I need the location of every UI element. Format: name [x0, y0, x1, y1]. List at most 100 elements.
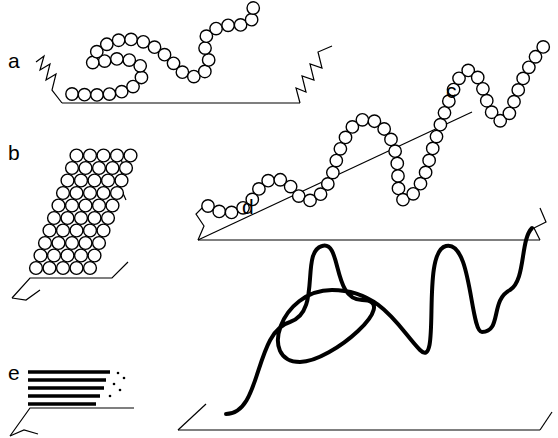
bead — [97, 224, 110, 237]
bead — [52, 199, 65, 212]
packed-beads — [30, 149, 137, 274]
bead — [43, 224, 56, 237]
bead — [202, 54, 214, 66]
bead — [88, 174, 101, 187]
bead — [293, 190, 305, 202]
bead — [84, 224, 97, 237]
bead — [48, 212, 61, 225]
bead — [75, 212, 88, 225]
bead — [225, 206, 237, 218]
bead — [93, 162, 106, 175]
bead — [199, 65, 211, 77]
bead — [61, 212, 74, 225]
bead — [120, 162, 133, 175]
bead — [508, 96, 520, 108]
bead — [88, 212, 101, 225]
bead — [88, 249, 101, 262]
bead — [135, 71, 147, 83]
bead — [330, 154, 342, 166]
bead — [93, 199, 106, 212]
bead — [477, 83, 489, 95]
bead — [176, 66, 188, 78]
bead — [84, 187, 97, 200]
bead — [427, 142, 439, 154]
bead — [210, 22, 222, 34]
bead — [419, 166, 431, 178]
bead — [517, 72, 529, 84]
bead-chain — [66, 2, 260, 101]
bead — [79, 199, 92, 212]
panel-letter: a — [8, 50, 20, 71]
bead — [115, 174, 128, 187]
bead — [79, 237, 92, 250]
bead — [423, 154, 435, 166]
dot — [109, 395, 112, 398]
bead — [97, 149, 110, 162]
rod — [28, 386, 104, 390]
panel-letter: d — [242, 196, 254, 217]
bead — [57, 262, 70, 275]
bead — [112, 34, 124, 46]
bead — [57, 224, 70, 237]
rod — [28, 370, 110, 374]
dot — [117, 372, 120, 375]
bead — [247, 2, 259, 14]
bead — [61, 174, 74, 187]
bead-chain — [202, 41, 550, 219]
bead — [202, 200, 214, 212]
bead — [61, 249, 74, 262]
bead — [123, 54, 135, 66]
surface-edge — [198, 239, 540, 240]
bead — [262, 174, 274, 186]
bead — [111, 187, 124, 200]
bead — [97, 187, 110, 200]
chain-guide — [208, 40, 550, 213]
bead — [66, 88, 78, 100]
bead — [93, 237, 106, 250]
bead — [327, 166, 339, 178]
bead — [213, 205, 225, 217]
bead — [39, 237, 52, 250]
dots — [109, 372, 126, 398]
surface-edge — [10, 408, 134, 436]
bead — [102, 174, 115, 187]
bead — [430, 130, 442, 142]
bead — [101, 38, 113, 50]
surface-edge — [296, 46, 332, 103]
surface-planes — [10, 46, 552, 436]
bead — [106, 199, 119, 212]
surface-edge — [12, 262, 128, 298]
bead — [392, 170, 404, 182]
rod — [28, 378, 106, 382]
bead — [52, 237, 65, 250]
bead — [199, 42, 211, 54]
bead — [70, 149, 83, 162]
bead — [78, 89, 90, 101]
dot — [119, 389, 122, 392]
bead — [356, 114, 368, 126]
bead — [48, 249, 61, 262]
surface-edge — [178, 429, 540, 430]
bead — [84, 262, 97, 275]
dot — [113, 383, 116, 386]
surface-edge — [178, 404, 206, 430]
panel-letter: c — [446, 80, 457, 101]
surface-edge — [534, 208, 546, 240]
chain-guide — [72, 6, 254, 95]
bead — [91, 89, 103, 101]
surface-edge — [198, 112, 472, 240]
bead — [334, 143, 346, 155]
bead — [70, 187, 83, 200]
bead — [137, 36, 149, 48]
rod — [28, 394, 100, 398]
bead — [385, 133, 397, 145]
bead — [414, 178, 426, 190]
bead — [103, 88, 115, 100]
bead — [66, 237, 79, 250]
bead — [75, 174, 88, 187]
rod — [28, 402, 96, 406]
bead — [70, 262, 83, 275]
bead — [472, 71, 484, 83]
dot — [123, 377, 126, 380]
